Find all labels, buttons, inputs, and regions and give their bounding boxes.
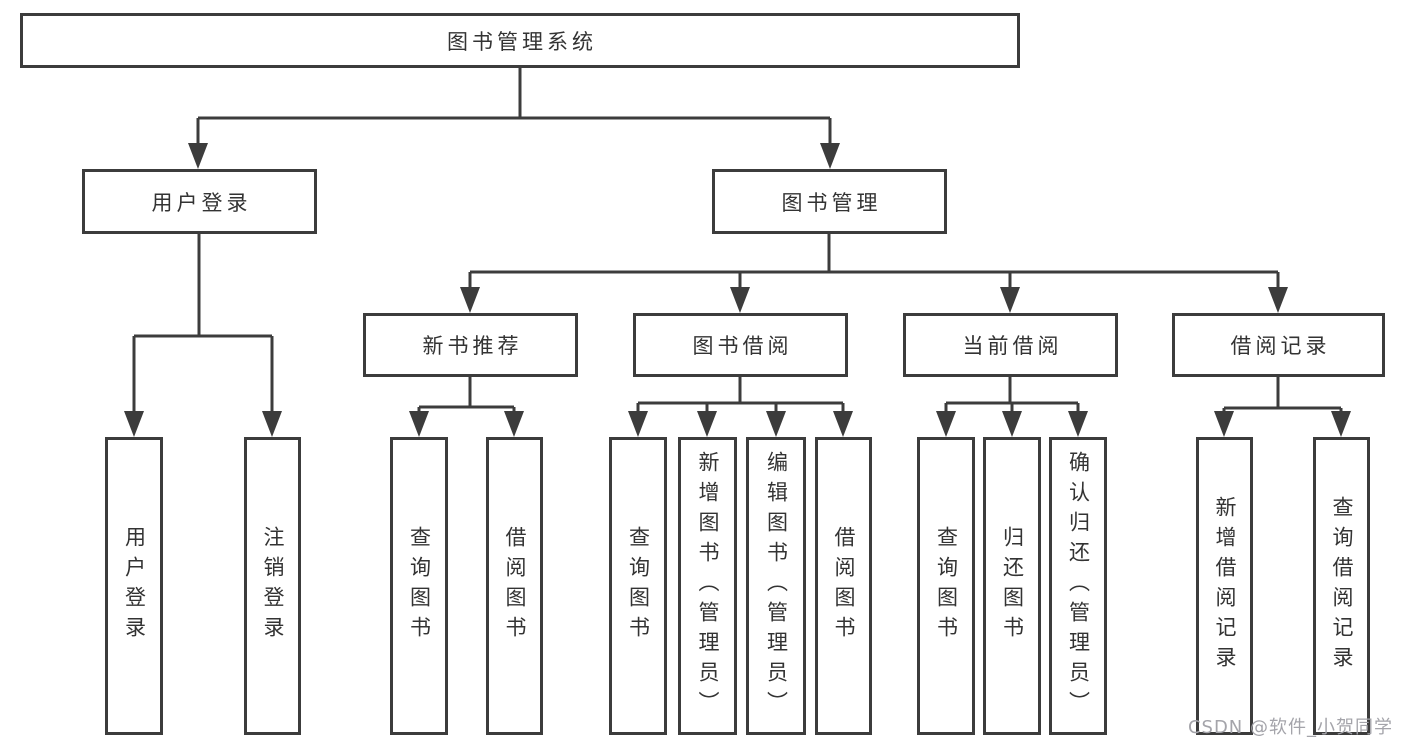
node-leaf-recommend-query: 查询图书 <box>390 437 448 735</box>
node-leaf-current-query: 查询图书 <box>917 437 975 735</box>
node-leaf-user-login: 用户登录 <box>105 437 163 735</box>
node-leaf-borrow-query: 查询图书 <box>609 437 667 735</box>
node-leaf-record-query: 查询借阅记录 <box>1313 437 1370 735</box>
node-root: 图书管理系统 <box>20 13 1020 68</box>
arrowhead-icons <box>124 143 1351 437</box>
node-leaf-current-return: 归还图书 <box>983 437 1041 735</box>
node-book-management: 图书管理 <box>712 169 947 234</box>
node-current-borrow: 当前借阅 <box>903 313 1118 377</box>
node-leaf-record-add: 新增借阅记录 <box>1196 437 1253 735</box>
node-leaf-current-confirm: 确认归还（管理员） <box>1049 437 1107 735</box>
node-leaf-borrow-borrow: 借阅图书 <box>815 437 872 735</box>
watermark: CSDN @软件_小贺同学 <box>1187 717 1393 738</box>
node-book-borrow: 图书借阅 <box>633 313 848 377</box>
node-leaf-recommend-borrow: 借阅图书 <box>486 437 543 735</box>
node-leaf-borrow-edit: 编辑图书（管理员） <box>746 437 806 735</box>
node-borrow-record: 借阅记录 <box>1172 313 1385 377</box>
node-new-book-recommend: 新书推荐 <box>363 313 578 377</box>
node-user-login-branch: 用户登录 <box>82 169 317 234</box>
node-leaf-logout: 注销登录 <box>244 437 301 735</box>
node-leaf-borrow-add: 新增图书（管理员） <box>678 437 737 735</box>
